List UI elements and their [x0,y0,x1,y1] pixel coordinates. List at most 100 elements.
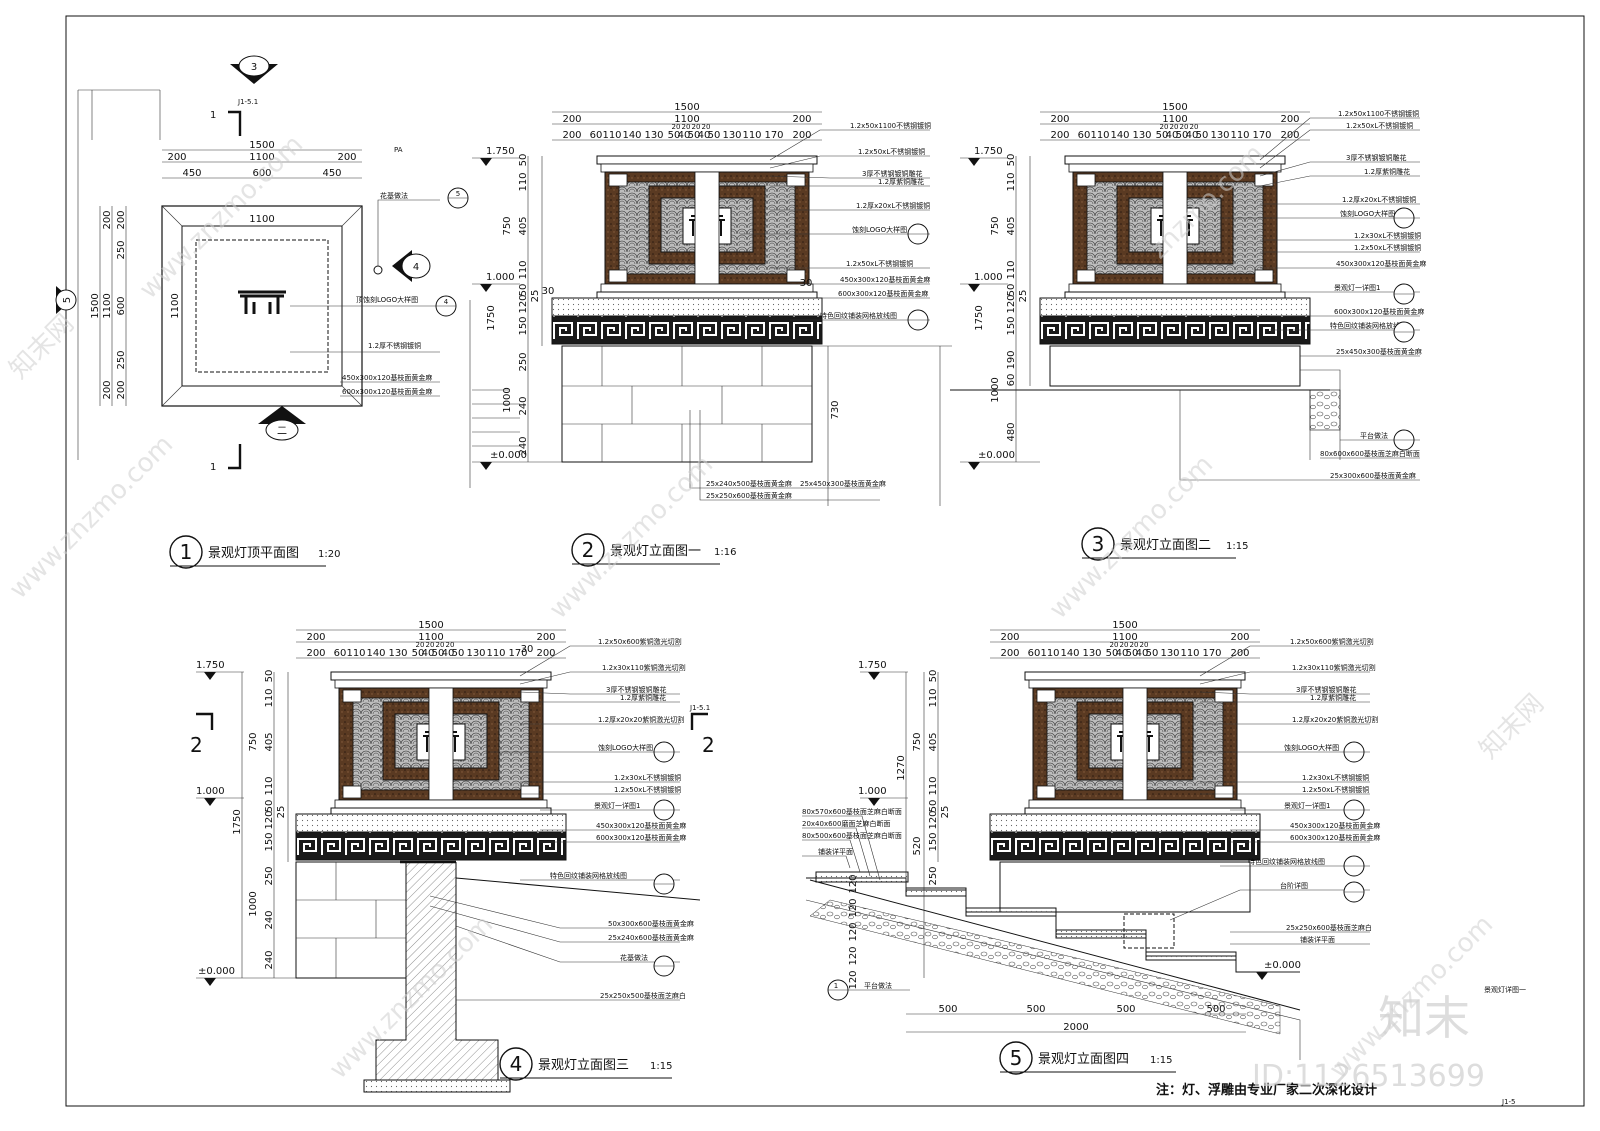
svg-text:3: 3 [1092,532,1105,556]
svg-text:20: 20 [682,123,691,131]
svg-text:5: 5 [456,190,460,198]
svg-text:130: 130 [1160,648,1179,659]
svg-text:500: 500 [1116,1004,1135,1015]
svg-text:110: 110 [264,776,275,795]
svg-text:1.000: 1.000 [486,272,515,283]
svg-text:±0.000: ±0.000 [490,450,527,461]
svg-text:80x500x600基枝面芝麻白断面: 80x500x600基枝面芝麻白断面 [802,831,902,840]
svg-text:50: 50 [928,800,939,813]
svg-text:60: 60 [334,648,347,659]
svg-text:50: 50 [264,800,275,813]
svg-text:1750: 1750 [974,305,985,330]
svg-text:花基做法: 花基做法 [620,953,648,962]
view-5-title: 5 景观灯立面图四 1:15 [999,1041,1176,1075]
svg-text:4: 4 [510,1052,523,1076]
view-3-title: 3 景观灯立面图二 1:15 [1081,527,1248,561]
svg-text:1.2厚不锈钢镀铜: 1.2厚不锈钢镀铜 [368,341,421,350]
svg-text:50: 50 [1006,154,1017,167]
svg-text:3厚不锈钢镀铜雕花: 3厚不锈钢镀铜雕花 [862,169,922,178]
svg-text:110: 110 [1090,130,1109,141]
design-note: 注：灯、浮雕由专业厂家二次深化设计 [1156,1082,1377,1098]
svg-text:25x250x600基枝面芝麻白: 25x250x600基枝面芝麻白 [1286,923,1372,932]
section-marker-4: 4 [392,250,431,282]
svg-text:50: 50 [412,648,425,659]
svg-text:200: 200 [1050,114,1069,125]
svg-text:25x450x300基枝面黄金麻: 25x450x300基枝面黄金麻 [1336,347,1422,356]
svg-text:25: 25 [1018,290,1029,303]
svg-text:250: 250 [116,240,127,259]
svg-text:130: 130 [1210,130,1229,141]
svg-text:240: 240 [264,910,275,929]
svg-text:景观灯一详图1: 景观灯一详图1 [1284,801,1330,810]
svg-text:1:20: 1:20 [318,549,340,560]
svg-text:1.2x50x1100不锈钢镀铜: 1.2x50x1100不锈钢镀铜 [1338,109,1419,118]
svg-text:25: 25 [276,806,287,819]
svg-text:110: 110 [518,260,529,279]
svg-text:1100: 1100 [1112,632,1137,643]
svg-text:特色回纹铺装网格放线图: 特色回纹铺装网格放线图 [550,871,627,880]
svg-text:铺装详平面: 铺装详平面 [1300,935,1335,944]
svg-text:450: 450 [322,168,341,179]
svg-text:1.2x30xL不锈钢镀铜: 1.2x30xL不锈钢镀铜 [614,773,681,782]
svg-text:110: 110 [518,172,529,191]
svg-text:20: 20 [1170,123,1179,131]
svg-text:20: 20 [1140,641,1149,649]
svg-text:1.2厚x20xL不锈钢镀铜: 1.2厚x20xL不锈钢镀铜 [856,201,930,210]
svg-text:±0.000: ±0.000 [978,450,1015,461]
svg-text:110: 110 [928,688,939,707]
svg-text:知末网: 知末网 [1474,689,1550,765]
svg-text:50: 50 [668,130,681,141]
svg-text:80x570x600基枝面芝麻白断面: 80x570x600基枝面芝麻白断面 [802,807,902,816]
svg-text:240: 240 [518,396,529,415]
svg-text:520: 520 [912,836,923,855]
svg-text:1.2厚x20x20紫铜激光切割: 1.2厚x20x20紫铜激光切割 [598,715,684,724]
svg-text:110: 110 [742,130,761,141]
svg-text:200: 200 [1000,648,1019,659]
svg-text:1500: 1500 [674,102,699,113]
svg-text:450x300x120基枝面黄金麻: 450x300x120基枝面黄金麻 [342,373,432,382]
svg-text:1100: 1100 [1162,114,1187,125]
svg-text:1.2x50x1100不锈钢镀铜: 1.2x50x1100不锈钢镀铜 [850,121,931,130]
svg-text:知末网: 知末网 [4,309,80,385]
svg-text:1.2厚x20x20紫铜激光切割: 1.2厚x20x20紫铜激光切割 [1292,715,1378,724]
svg-text:1.2x30x110紫铜激光切割: 1.2x30x110紫铜激光切割 [602,663,686,672]
svg-text:1100: 1100 [418,632,443,643]
svg-text:200: 200 [1000,632,1019,643]
svg-text:20: 20 [436,641,445,649]
svg-text:200: 200 [102,380,113,399]
view-3-labels: 1.2x50x1100不锈钢镀铜 1.2x50xL不锈钢镀铜 3厚不锈钢镀铜雕花… [1179,109,1426,481]
view-4-elevation: 1500 200 1100 200 200 60 110 140 130 50 … [190,620,715,1093]
svg-text:200: 200 [792,114,811,125]
svg-text:20: 20 [692,123,701,131]
sheet-number: J1-5 [1501,1098,1516,1106]
svg-text:750: 750 [502,216,513,235]
svg-text:750: 750 [912,732,923,751]
svg-text:1500: 1500 [249,140,274,151]
svg-text:60: 60 [1028,648,1041,659]
svg-text:50: 50 [1176,130,1189,141]
svg-text:450x300x120基枝面黄金麻: 450x300x120基枝面黄金麻 [596,821,686,830]
svg-text:20: 20 [1120,641,1129,649]
svg-text:480: 480 [1006,422,1017,441]
view-2-elevation: 1500 200 1100 200 200 60 110 140 130 50 … [469,102,952,567]
svg-text:450: 450 [182,168,201,179]
svg-text:130: 130 [1082,648,1101,659]
svg-text:140: 140 [1060,648,1079,659]
svg-text:110: 110 [486,648,505,659]
svg-text:240: 240 [264,950,275,969]
svg-text:1:15: 1:15 [650,1061,672,1072]
svg-text:景观灯一详图1: 景观灯一详图1 [1334,283,1380,292]
svg-text:www.znzmo.com: www.znzmo.com [4,430,179,605]
svg-text:50: 50 [688,130,701,141]
svg-text:1.750: 1.750 [196,660,225,671]
svg-text:750: 750 [990,216,1001,235]
svg-text:1.2厚紫铜雕花: 1.2厚紫铜雕花 [1310,693,1356,702]
view-4-title: 4 景观灯立面图三 1:15 [499,1047,672,1081]
svg-text:750: 750 [248,732,259,751]
svg-text:200: 200 [562,130,581,141]
svg-text:450x300x120基枝面黄金麻: 450x300x120基枝面黄金麻 [1290,821,1380,830]
svg-text:1:15: 1:15 [1226,541,1248,552]
svg-text:1.2x30x110紫铜激光切割: 1.2x30x110紫铜激光切割 [1292,663,1376,672]
svg-text:1.2x50xL不锈钢镀铜: 1.2x50xL不锈钢镀铜 [1354,243,1421,252]
